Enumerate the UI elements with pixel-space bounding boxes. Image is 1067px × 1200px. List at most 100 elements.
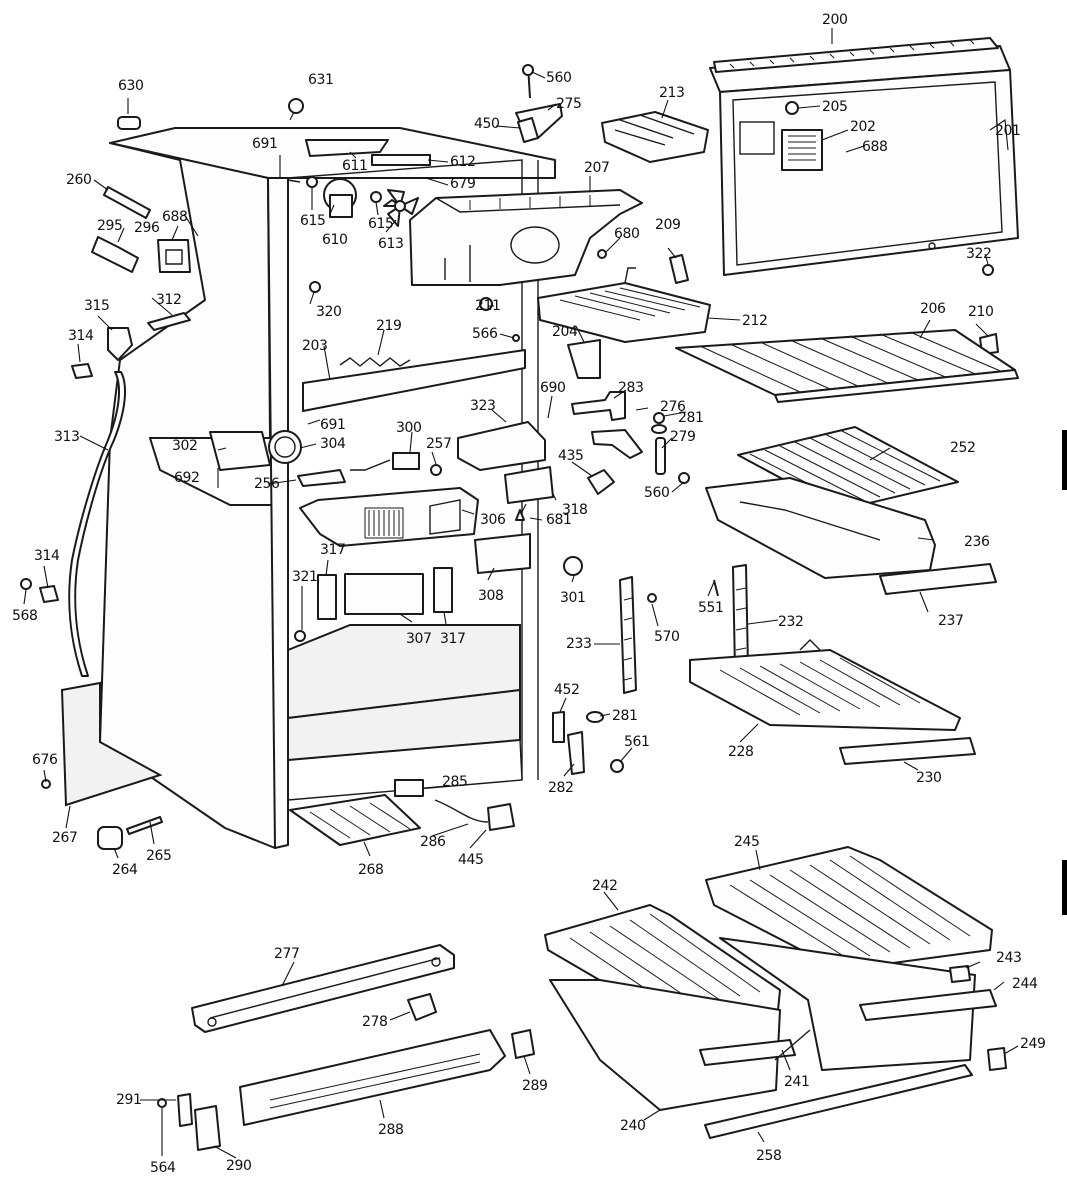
door-top-trim: [713, 37, 999, 73]
callout-281b: 281: [612, 708, 638, 724]
heater-element: [339, 357, 411, 367]
callout-207: 207: [584, 160, 610, 176]
screw: [515, 509, 525, 521]
washer: [653, 412, 665, 424]
callout-296: 296: [134, 220, 160, 236]
part-callouts: 200 205 202 201 688 322 206 210 212 213 …: [12, 12, 1046, 1176]
callout-242: 242: [592, 878, 618, 894]
lower-hinge: [567, 731, 585, 775]
callout-202: 202: [850, 119, 876, 135]
callout-615b: 615: [368, 216, 394, 232]
screw: [647, 593, 657, 603]
callout-281a: 281: [678, 410, 704, 426]
crisper-pan-left: [549, 979, 781, 1111]
callout-201: 201: [995, 123, 1021, 139]
crisper-pan-right: [719, 937, 976, 1071]
shelf-front-trim: [839, 737, 976, 765]
hinge-shim: [552, 711, 565, 743]
callout-267: 267: [52, 830, 78, 846]
drain-pan: [289, 794, 421, 846]
callout-612: 612: [450, 154, 476, 170]
callout-692: 692: [174, 470, 200, 486]
screw: [20, 578, 32, 590]
shelf-ladder: [732, 564, 749, 671]
freezer-door-liner: [709, 45, 1019, 276]
screw: [678, 472, 690, 484]
toe-grille: [239, 1029, 506, 1126]
callout-615a: 615: [300, 213, 326, 229]
capillary-clip: [297, 469, 346, 487]
fresh-food-control-box: [299, 487, 479, 547]
callout-300: 300: [396, 420, 422, 436]
pan-handle: [859, 989, 997, 1021]
callout-237: 237: [938, 613, 964, 629]
callout-314a: 314: [68, 328, 94, 344]
callout-283: 283: [618, 380, 644, 396]
callout-317b: 317: [440, 631, 466, 647]
callout-245: 245: [734, 834, 760, 850]
callout-450: 450: [474, 116, 500, 132]
grille-bracket: [194, 1105, 221, 1151]
callout-204: 204: [552, 324, 578, 340]
callout-285: 285: [442, 774, 468, 790]
plug-button: [294, 630, 306, 642]
fan-blade: [383, 189, 419, 227]
callout-240: 240: [620, 1118, 646, 1134]
cord-block: [394, 779, 424, 797]
cabinet-shell: [99, 127, 556, 849]
grommet: [117, 116, 141, 130]
callout-564: 564: [150, 1160, 176, 1176]
callout-680: 680: [614, 226, 640, 242]
callout-258: 258: [756, 1148, 782, 1164]
callout-213: 213: [659, 85, 685, 101]
callout-295: 295: [97, 218, 123, 234]
callout-230: 230: [916, 770, 942, 786]
callout-570: 570: [654, 629, 680, 645]
callout-219: 219: [376, 318, 402, 334]
shelf-ladder: [619, 576, 637, 694]
callout-228: 228: [728, 744, 754, 760]
callout-314b: 314: [34, 548, 60, 564]
callout-302: 302: [172, 438, 198, 454]
drain-fitting: [107, 327, 133, 361]
knob-holder: [157, 239, 191, 273]
callout-613: 613: [378, 236, 404, 252]
callout-681: 681: [546, 512, 572, 528]
freezer-shelf-trim: [302, 349, 526, 412]
hinge-bracket: [567, 339, 601, 379]
freezer-wire-shelf: [675, 329, 1019, 403]
light-bulb: [563, 556, 583, 576]
callout-276: 276: [660, 399, 686, 415]
washer: [651, 424, 667, 434]
callout-265: 265: [146, 848, 172, 864]
callout-279: 279: [670, 429, 696, 445]
callout-236: 236: [964, 534, 990, 550]
pan-handle: [699, 1039, 796, 1066]
callout-232: 232: [778, 614, 804, 630]
callout-252: 252: [950, 440, 976, 456]
callout-264: 264: [112, 862, 138, 878]
shield-support: [433, 567, 453, 613]
callout-435: 435: [558, 448, 584, 464]
callout-322: 322: [966, 246, 992, 262]
ice-tray-shelf: [537, 267, 711, 343]
callout-289: 289: [522, 1078, 548, 1094]
screw: [713, 579, 719, 597]
callout-568: 568: [12, 608, 38, 624]
callout-688b: 688: [862, 139, 888, 155]
callout-688a: 688: [162, 209, 188, 225]
callout-244: 244: [1012, 976, 1038, 992]
meat-pan: [705, 477, 936, 579]
hinge-block: [407, 993, 437, 1021]
callout-268: 268: [358, 862, 384, 878]
shelf-bracket: [571, 391, 626, 421]
callout-301: 301: [560, 590, 586, 606]
callout-203: 203: [302, 338, 328, 354]
bracket-strip: [371, 154, 431, 166]
callout-241: 241: [784, 1074, 810, 1090]
grille-bracket-small: [177, 1093, 193, 1127]
callout-306: 306: [480, 512, 506, 528]
callout-212: 212: [742, 313, 768, 329]
callout-676: 676: [32, 752, 58, 768]
bulb: [430, 464, 442, 476]
